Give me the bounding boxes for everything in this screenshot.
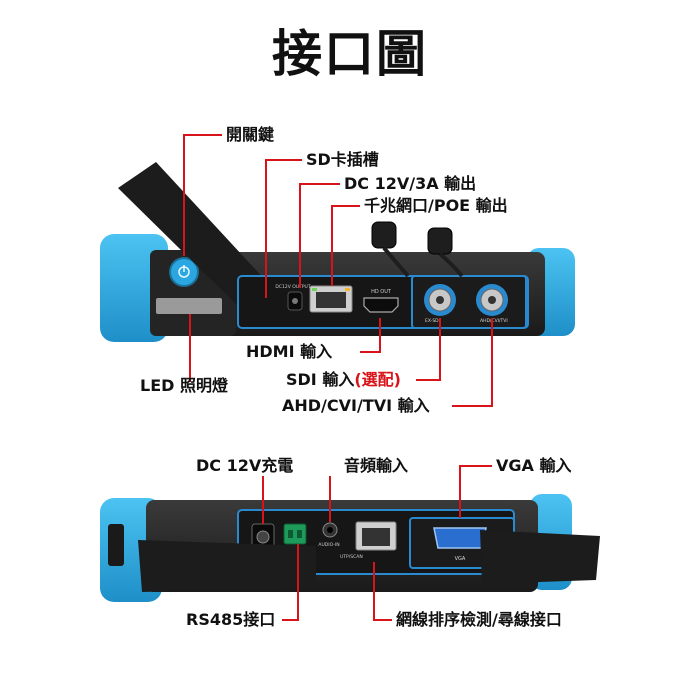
audio-in-panel-text: AUDIO-IN [318, 542, 339, 548]
label-sdi-text: SDI 輸入 [286, 370, 355, 389]
label-power-key: 開關鍵 [226, 125, 275, 144]
ex-sdi-panel-text: EX-SDI [425, 318, 440, 324]
ahd-panel-text: AHD/CVI/TVI [480, 318, 508, 324]
label-hdmi-input: HDMI 輸入 [246, 342, 333, 361]
top-device: DC12V OUTPUT HD OUT EX-SDI AHD/CVI/TVI [100, 162, 575, 342]
cap-right [427, 227, 453, 255]
label-vga-input: VGA 輸入 [496, 456, 572, 475]
label-sd-slot: SD卡插槽 [306, 150, 379, 169]
label-dc-output: DC 12V/3A 輸出 [344, 174, 477, 193]
led-window [156, 298, 222, 314]
page-title: 接口圖 [272, 25, 428, 83]
vga-panel-text: VGA [455, 556, 466, 562]
label-gigabit-lan: 千兆網口/POE 輸出 [364, 196, 508, 215]
cap-left [371, 221, 397, 249]
hd-out-panel-text: HD OUT [371, 289, 392, 295]
label-dc-charge: DC 12V充電 [196, 456, 294, 475]
bottom-device: AUDIO-IN UTP/SCAN VGA [100, 494, 600, 602]
hdmi-port [363, 297, 399, 313]
label-rs485: RS485接口 [186, 610, 276, 629]
dc-out-panel-text: DC12V OUTPUT [275, 284, 310, 290]
label-led-light: LED 照明燈 [140, 376, 228, 395]
label-audio-input: 音頻輸入 [344, 456, 409, 475]
label-network-test: 網線排序檢測/尋線接口 [396, 610, 562, 629]
top-leader-lines [183, 134, 493, 407]
utp-scan-panel-text: UTP/SCAN [340, 554, 363, 560]
label-sdi-input: SDI 輸入(選配) [286, 370, 401, 390]
label-sdi-optional: (選配) [354, 370, 401, 389]
bottom-leader-lines [262, 465, 492, 621]
label-ahd-input: AHD/CVI/TVI 輸入 [282, 396, 430, 415]
